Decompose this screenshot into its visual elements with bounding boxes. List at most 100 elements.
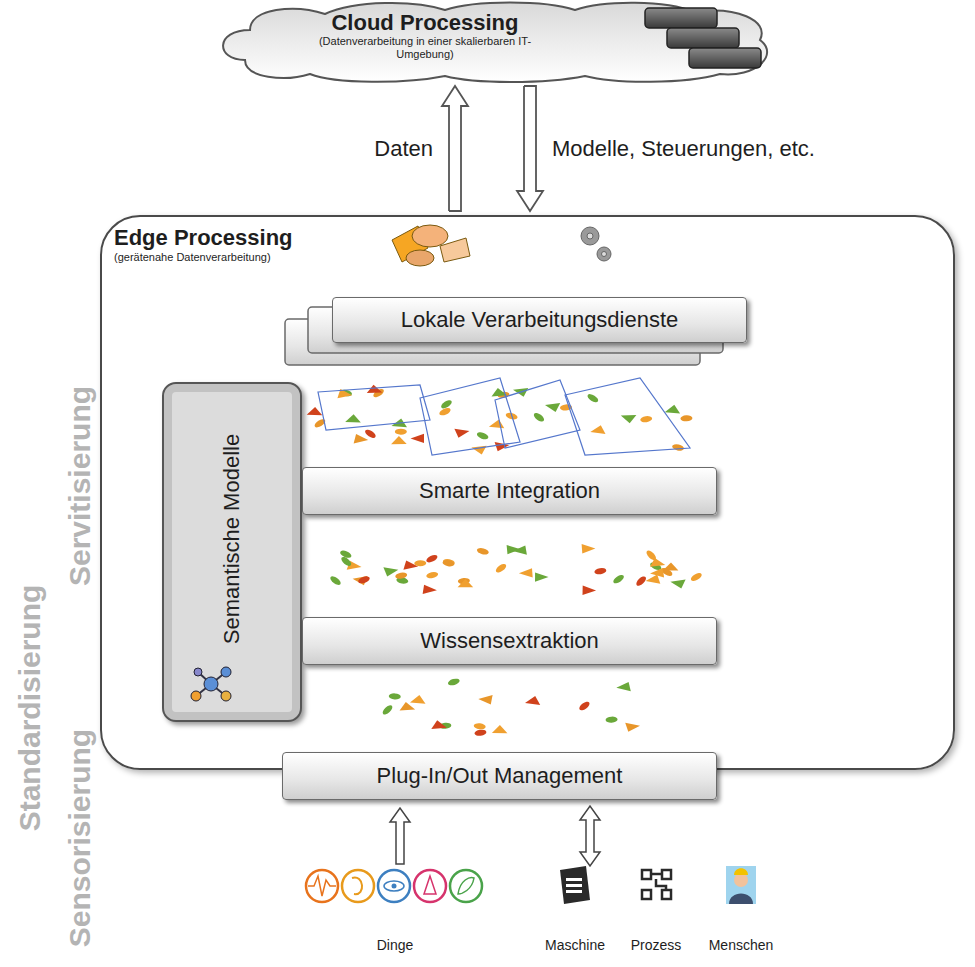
node-title: Semantische Modelle [220,433,244,643]
person-icon [726,866,756,904]
text-group: Edge Processing(gerätenahe Datenverarbei… [114,225,414,265]
fragment-triangle [458,579,474,587]
icon-label: Menschen [709,937,774,953]
cloud-shape: Cloud Processing(Datenverarbeitung in ei… [215,0,775,82]
fragment-triangle [423,585,437,594]
fragment-ellipse [440,398,453,410]
fragment-ellipse [594,567,607,575]
server-icon [689,48,761,68]
network-dot [194,668,202,676]
fragment-triangle [535,572,549,581]
fragment-ellipse [425,553,438,564]
text-group: Wissensextraktion [303,618,716,664]
fragment-triangle [519,568,533,577]
server-icon [667,28,739,48]
fragment-triangle [663,562,679,570]
fragment-ellipse [476,431,489,441]
drawing-part [566,890,582,893]
drawing-part [651,874,666,890]
drawing-part [352,878,362,895]
fragment-triangle [411,434,425,443]
fragment-triangle [582,544,596,553]
fragment-ellipse [447,677,460,686]
fragment-ellipse [364,428,377,440]
text-group: Semantische Modelle [220,433,244,643]
drawing-part [378,870,410,902]
knowledge-fragments [307,378,703,737]
fragment-triangle [590,425,605,434]
sensor-icons [306,870,482,902]
fragment-ellipse [635,575,648,588]
layer-label: Standardisierung [13,585,47,832]
fragment-triangle [307,407,323,415]
machine-icon [560,866,590,904]
drawing-part [308,876,336,896]
process-box: Wissensextraktion [302,617,717,665]
fragment-ellipse [645,549,658,562]
drawing-part [458,878,474,894]
fragment-triangle [410,695,426,704]
integration-frame [318,385,430,430]
fragment-triangle [625,723,640,732]
fragment-ellipse [578,700,591,712]
drawing-part [424,876,436,894]
fragment-triangle [492,725,508,733]
text-group: Lokale Verarbeitungsdienste [333,298,746,342]
fragment-ellipse [474,729,487,737]
fragment-ellipse [381,704,394,717]
fragment-triangle [545,403,560,412]
fragment-triangle [665,405,680,414]
drawing-part [662,890,671,899]
integration-frame [495,380,580,448]
fragment-triangle [650,568,664,577]
layer-label: Sensorisierung [63,729,97,947]
fragment-triangle [646,575,661,584]
fragment-ellipse [605,716,617,723]
fragment-ellipse [532,411,545,423]
drawing-part [566,884,582,887]
fragment-ellipse [426,571,439,579]
integration-frame [420,378,520,455]
process-icon [642,870,671,899]
fragment-ellipse [473,723,486,730]
drawing-part [406,250,434,266]
fragment-ellipse [395,429,407,435]
fragment-triangle [431,720,447,729]
fragment-ellipse [395,572,408,580]
drawing-part [342,870,374,902]
text-group: Plug-In/Out Management [283,753,716,799]
fragment-ellipse [672,443,685,452]
fragment-ellipse [690,571,703,582]
network-dot [221,691,231,701]
fragment-triangle [400,702,416,711]
node-title: Edge Processing [114,225,414,250]
fragment-ellipse [494,562,507,574]
node-subtitle: (gerätenahe Datenverarbeitung) [114,250,414,264]
fragment-ellipse [442,559,455,567]
drawing-part [414,870,446,902]
fragment-triangle [621,415,637,423]
fragment-triangle [525,696,540,705]
semantic-model-box: Semantische Modelle [162,382,302,722]
fragment-ellipse [357,575,370,585]
text-group: Cloud Processing(Datenverarbeitung in ei… [295,11,555,62]
layer-label: Servitisierung [63,386,97,586]
process-box: Smarte Integration [302,467,717,515]
fragment-triangle [454,429,469,438]
gear-icon [581,227,611,261]
integration-frame [565,378,690,455]
fragment-triangle [489,419,504,428]
fragment-ellipse [586,392,599,403]
fragment-triangle [670,580,685,589]
node-title: Smarte Integration [419,479,600,503]
fragment-triangle [345,414,361,422]
icon-label: Dinge [377,937,414,953]
fragment-ellipse [329,575,342,587]
cloud-path [223,3,767,83]
node-title: Wissensextraktion [420,629,599,653]
fragment-triangle [354,434,369,443]
node-subtitle: (Datenverarbeitung in einer skalierbaren… [295,35,555,61]
drawing-part [726,866,756,904]
network-icon [186,662,236,706]
